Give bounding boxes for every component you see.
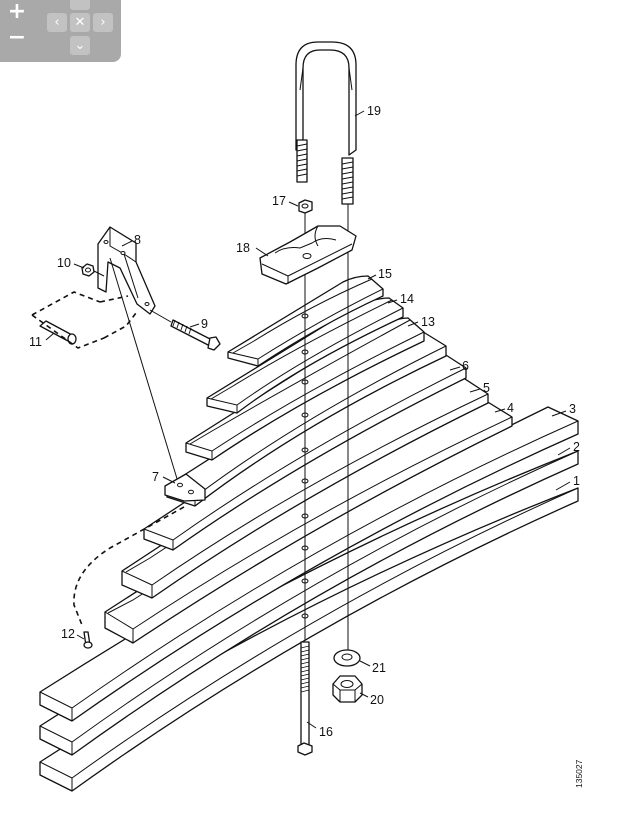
leaf-1 (39, 487, 579, 792)
zoom-in-icon: + (7, 0, 27, 24)
nut-20 (332, 675, 363, 703)
bolt-12 (73, 506, 185, 649)
callout-20: 20 (370, 693, 384, 707)
zoom-out-icon: − (7, 24, 27, 50)
callout-11: 11 (29, 335, 42, 349)
reset-view-icon: ✕ (74, 15, 86, 30)
callout-9: 9 (201, 317, 208, 331)
assembly-line-8-7 (109, 257, 179, 483)
bushing-11 (31, 291, 137, 349)
leaf-2 (39, 450, 579, 756)
callout-5: 5 (483, 381, 490, 395)
callout-13: 13 (421, 315, 435, 329)
callout-8: 8 (134, 233, 141, 247)
clamp-plate-18 (259, 225, 357, 285)
leader-lines (45, 110, 571, 729)
reset-view-button[interactable]: ✕ (70, 13, 90, 32)
callout-3: 3 (569, 402, 576, 416)
callout-21: 21 (372, 661, 386, 675)
leaf-7-end (164, 473, 206, 502)
bracket-8 (97, 226, 156, 315)
u-bolt-19 (295, 41, 357, 205)
pan-up-icon: ⌃ (74, 0, 86, 8)
document-number: 135027 (574, 759, 584, 788)
callout-17: 17 (272, 194, 286, 208)
pan-right-icon: › (100, 15, 106, 30)
pan-up-button[interactable]: ⌃ (70, 0, 90, 10)
callout-16: 16 (319, 725, 333, 739)
zoom-pan-panel: + − ⌃ ‹ ✕ › ⌄ (0, 0, 121, 62)
pan-left-icon: ‹ (54, 15, 60, 30)
callout-10: 10 (57, 256, 71, 270)
nut-17 (298, 199, 313, 214)
callout-15: 15 (378, 267, 392, 281)
callout-7: 7 (152, 470, 159, 484)
callouts: 1 2 3 4 5 6 7 8 9 10 11 12 13 14 15 16 1… (29, 104, 580, 739)
pan-down-button[interactable]: ⌄ (70, 36, 90, 55)
pan-down-icon: ⌄ (74, 38, 86, 53)
callout-1: 1 (573, 474, 580, 488)
callout-14: 14 (400, 292, 414, 306)
pan-right-button[interactable]: › (93, 13, 113, 32)
callout-6: 6 (462, 359, 469, 373)
nut-10 (81, 263, 105, 277)
zoom-out-button[interactable]: − (2, 24, 32, 50)
zoom-in-button[interactable]: + (2, 0, 32, 24)
centre-bolt-16 (297, 641, 313, 756)
bolt-9 (149, 309, 221, 351)
washer-21 (333, 649, 361, 667)
callout-4: 4 (507, 401, 514, 415)
pan-left-button[interactable]: ‹ (47, 13, 67, 32)
callout-19: 19 (367, 104, 381, 118)
callout-12: 12 (61, 627, 75, 641)
callout-18: 18 (236, 241, 250, 255)
callout-2: 2 (573, 440, 580, 454)
